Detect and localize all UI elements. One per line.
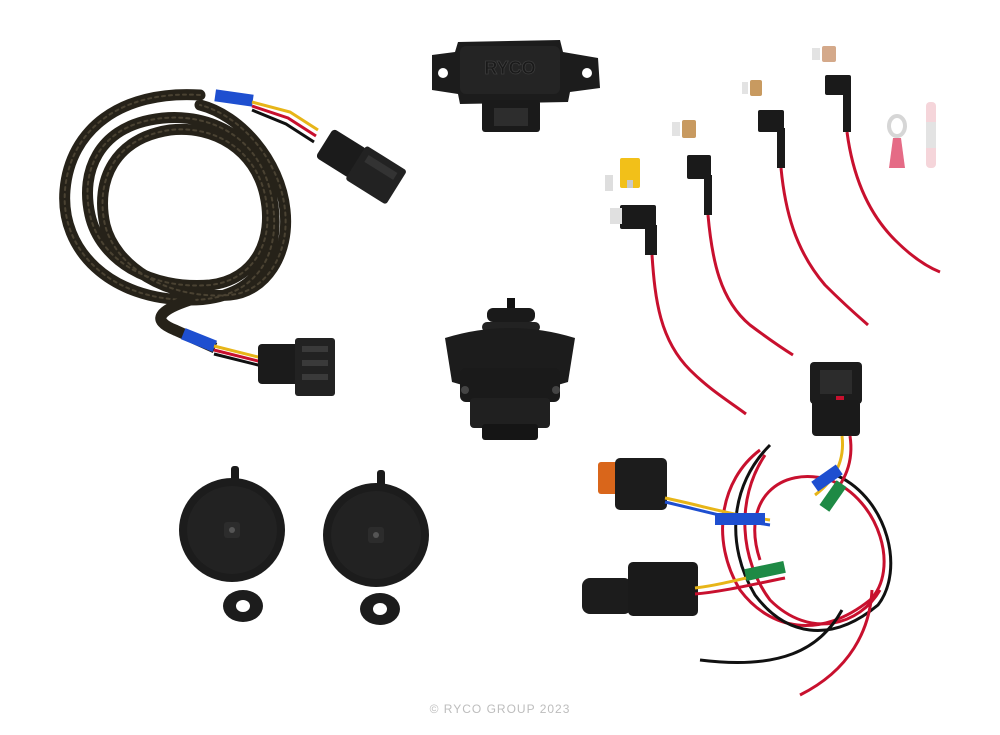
blade-fuse-tan <box>682 120 696 138</box>
control-module: RYCO <box>432 40 600 132</box>
deutsch-connector-upper <box>598 458 771 527</box>
deutsch-connector-lower <box>582 560 786 616</box>
fuse-tap-1 <box>605 158 747 416</box>
diaphragm-puck-left <box>179 466 285 582</box>
diaphragm-puck-right <box>323 470 429 587</box>
copyright-notice: © RYCO GROUP 2023 <box>429 702 571 716</box>
weatherpack-connector-upper <box>316 129 406 204</box>
pigtail-harness <box>582 362 893 697</box>
blue-tape <box>715 513 765 525</box>
green-tape <box>744 560 786 582</box>
washer-left <box>223 590 263 622</box>
blade-fuse-tan <box>750 80 762 96</box>
module-logo: RYCO <box>484 58 535 78</box>
washer-right <box>360 593 400 625</box>
blade-fuse-yellow <box>620 158 640 188</box>
blue-tape <box>214 89 254 107</box>
harness-plug-connector <box>810 362 862 512</box>
blue-tape <box>811 464 843 492</box>
fuse-tap-3 <box>742 80 869 327</box>
butt-splice <box>926 102 936 168</box>
weatherpack-connector-lower <box>258 338 335 396</box>
braided-wiring-harness <box>59 89 406 396</box>
fuse-tap-2 <box>672 120 794 357</box>
blade-fuse-tan <box>822 46 836 62</box>
green-tape <box>819 480 847 512</box>
pressure-sensor <box>445 298 575 440</box>
ring-terminal <box>887 114 907 168</box>
blue-tape <box>180 328 218 352</box>
fuse-tap-4 <box>812 46 941 274</box>
